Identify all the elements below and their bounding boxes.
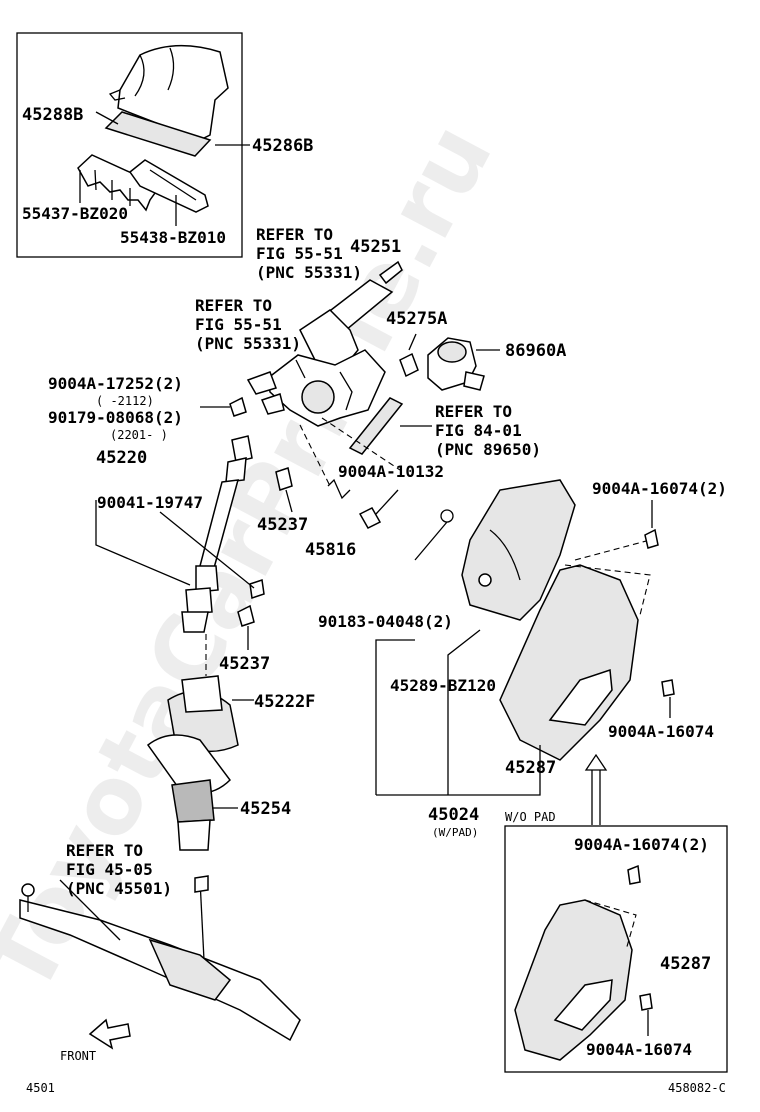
refer-c-line1: REFER TO <box>435 402 512 421</box>
leader-45220 <box>95 500 191 586</box>
column-shroud-45287 <box>414 509 639 761</box>
label-date-2201: (2201- ) <box>110 428 168 442</box>
label-code-right: 458082-C <box>668 1081 726 1095</box>
column-shroud-45287-wopad <box>514 899 633 1061</box>
bolt-45237-lower <box>237 604 255 650</box>
dashed-link-5 <box>584 899 637 951</box>
motor-86960A <box>427 337 500 391</box>
label-w-pad: (W/PAD) <box>432 826 478 839</box>
bolt-90041 <box>249 579 265 599</box>
label-45237-lower: 45237 <box>219 654 270 674</box>
label-90183-04048: 90183-04048(2) <box>318 612 453 631</box>
label-86960A: 86960A <box>505 341 566 361</box>
label-45254: 45254 <box>240 799 291 819</box>
label-45289-BZ120: 45289-BZ120 <box>390 676 496 695</box>
label-45237-upper: 45237 <box>257 515 308 535</box>
refer-d-line2: FIG 45-05 <box>66 860 153 879</box>
refer-d-line1: REFER TO <box>66 841 143 860</box>
refer-a-line1: REFER TO <box>256 225 333 244</box>
dashed-link-4 <box>564 539 651 616</box>
steering-gear-rack <box>19 875 301 1042</box>
label-9004A-16074-mid: 9004A-16074 <box>608 722 714 741</box>
column-cover-upper <box>108 45 229 141</box>
without-pad-box <box>504 825 728 1073</box>
steering-shaft-cover-45254 <box>146 734 238 851</box>
refer-d-line3: (PNC 45501) <box>66 879 172 898</box>
refer-b-line1: REFER TO <box>195 296 272 315</box>
label-9004A-16074-wopad: 9004A-16074 <box>586 1040 692 1059</box>
ecu-bracket <box>348 397 432 455</box>
label-45220: 45220 <box>96 448 147 468</box>
sensor-45816 <box>327 478 399 529</box>
bolt-45275A <box>399 333 419 378</box>
label-code-left: 4501 <box>26 1081 55 1095</box>
label-90041-19747: 90041-19747 <box>97 493 203 512</box>
label-date-2112: ( -2112) <box>96 394 154 408</box>
label-55437-BZ020: 55437-BZ020 <box>22 204 128 223</box>
label-45251: 45251 <box>350 237 401 257</box>
screw-9004A-16074-top <box>644 528 659 549</box>
column-shroud-45289 <box>461 479 576 621</box>
label-45275A: 45275A <box>386 309 447 329</box>
label-45287-wpad: 45287 <box>505 758 556 778</box>
refer-c-line3: (PNC 89650) <box>435 440 541 459</box>
refer-a-line3: (PNC 55331) <box>256 263 362 282</box>
refer-b-line3: (PNC 55331) <box>195 334 301 353</box>
screw-9004A-16074-mid <box>661 679 675 697</box>
steering-column-assy <box>246 260 403 427</box>
front-arrow-icon <box>88 1018 131 1050</box>
label-45288B: 45288B <box>22 105 83 125</box>
cover-pad <box>104 111 212 157</box>
bolt-45237-upper <box>275 467 293 513</box>
screw-wopad-bottom <box>639 993 653 1011</box>
label-9004A-16074-2-wopad: 9004A-16074(2) <box>574 835 709 854</box>
label-45287-wopad: 45287 <box>660 954 711 974</box>
leader-45288B <box>95 111 119 125</box>
cover-lower-right <box>128 159 209 213</box>
label-45024: 45024 <box>428 805 479 825</box>
bolt-9004A-17252 <box>200 396 247 417</box>
leader-45289 <box>447 629 481 795</box>
label-9004A-16074-2-top: 9004A-16074(2) <box>592 479 727 498</box>
label-55438-BZ010: 55438-BZ010 <box>120 228 226 247</box>
leader-90041 <box>159 511 255 589</box>
refer-a-line2: FIG 55-51 <box>256 244 343 263</box>
label-front: FRONT <box>60 1049 96 1063</box>
intermediate-shaft-45220 <box>181 435 253 633</box>
arrow-up-icon <box>584 753 608 825</box>
refer-b-line2: FIG 55-51 <box>195 315 282 334</box>
refer-c-line2: FIG 84-01 <box>435 421 522 440</box>
label-45816: 45816 <box>305 540 356 560</box>
dashed-link-2 <box>321 417 401 471</box>
label-45222F: 45222F <box>254 692 315 712</box>
screw-wopad-top <box>627 864 641 885</box>
leader-45024 <box>375 639 541 796</box>
label-wo-pad: W/O PAD <box>505 810 556 824</box>
label-9004A-10132: 9004A-10132 <box>338 462 444 481</box>
label-90179-08068: 90179-08068(2) <box>48 408 183 427</box>
dashed-link-3 <box>299 424 331 487</box>
label-45286B: 45286B <box>252 136 313 156</box>
label-9004A-17252: 9004A-17252(2) <box>48 374 183 393</box>
